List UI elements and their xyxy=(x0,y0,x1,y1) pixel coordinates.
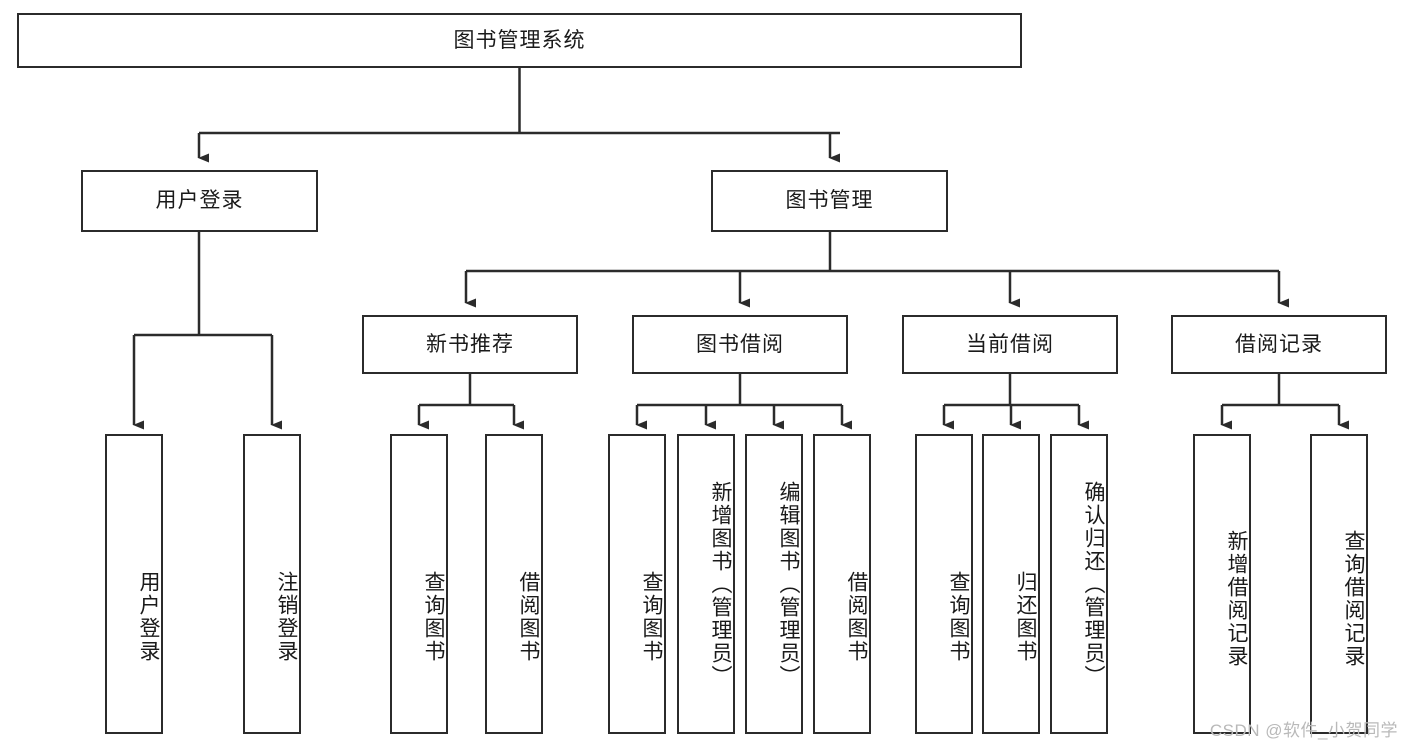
node-leaf-borrow-book-1-label: 借阅图书 xyxy=(517,571,540,663)
node-leaf-borrow-book-1[interactable]: 借阅图书 xyxy=(485,434,543,734)
node-leaf-query-book-3[interactable]: 查询图书 xyxy=(915,434,973,734)
node-leaf-edit-book-label: 编辑图书（管理员） xyxy=(777,480,800,688)
node-leaf-query-book-2[interactable]: 查询图书 xyxy=(608,434,666,734)
node-root[interactable]: 图书管理系统 xyxy=(17,13,1022,68)
node-leaf-add-record[interactable]: 新增借阅记录 xyxy=(1193,434,1251,734)
node-leaf-edit-book[interactable]: 编辑图书（管理员） xyxy=(745,434,803,734)
node-root-label: 图书管理系统 xyxy=(453,28,586,52)
node-leaf-return-book[interactable]: 归还图书 xyxy=(982,434,1040,734)
node-borrow-record-label: 借阅记录 xyxy=(1235,332,1323,356)
node-leaf-query-book-2-label: 查询图书 xyxy=(640,571,663,663)
node-leaf-query-record[interactable]: 查询借阅记录 xyxy=(1310,434,1368,734)
node-leaf-confirm-return-label: 确认归还（管理员） xyxy=(1082,480,1105,688)
csdn-watermark: CSDN @软件_小贺同学 xyxy=(1209,721,1398,740)
node-leaf-query-book-3-label: 查询图书 xyxy=(947,571,970,663)
node-leaf-borrow-book-2[interactable]: 借阅图书 xyxy=(813,434,871,734)
node-current-borrow-label: 当前借阅 xyxy=(966,332,1054,356)
node-new-book-recommend[interactable]: 新书推荐 xyxy=(362,315,578,374)
node-book-borrow-label: 图书借阅 xyxy=(696,332,784,356)
node-leaf-user-login-label: 用户登录 xyxy=(137,571,160,663)
node-leaf-logout-label: 注销登录 xyxy=(275,571,298,663)
node-leaf-return-book-label: 归还图书 xyxy=(1014,571,1037,663)
node-current-borrow[interactable]: 当前借阅 xyxy=(902,315,1118,374)
node-borrow-record[interactable]: 借阅记录 xyxy=(1171,315,1387,374)
node-leaf-query-record-label: 查询借阅记录 xyxy=(1342,530,1365,668)
node-leaf-query-book-1-label: 查询图书 xyxy=(422,571,445,663)
node-book-borrow[interactable]: 图书借阅 xyxy=(632,315,848,374)
node-leaf-borrow-book-2-label: 借阅图书 xyxy=(845,571,868,663)
node-leaf-add-book-label: 新增图书（管理员） xyxy=(709,480,732,688)
node-leaf-user-login[interactable]: 用户登录 xyxy=(105,434,163,734)
node-book-manage-label: 图书管理 xyxy=(785,189,874,213)
node-leaf-confirm-return[interactable]: 确认归还（管理员） xyxy=(1050,434,1108,734)
node-user-login[interactable]: 用户登录 xyxy=(81,170,318,232)
node-new-book-recommend-label: 新书推荐 xyxy=(426,332,514,356)
node-book-manage[interactable]: 图书管理 xyxy=(711,170,948,232)
node-leaf-logout[interactable]: 注销登录 xyxy=(243,434,301,734)
node-leaf-query-book-1[interactable]: 查询图书 xyxy=(390,434,448,734)
node-user-login-label: 用户登录 xyxy=(155,189,244,213)
node-leaf-add-book[interactable]: 新增图书（管理员） xyxy=(677,434,735,734)
node-leaf-add-record-label: 新增借阅记录 xyxy=(1225,530,1248,668)
